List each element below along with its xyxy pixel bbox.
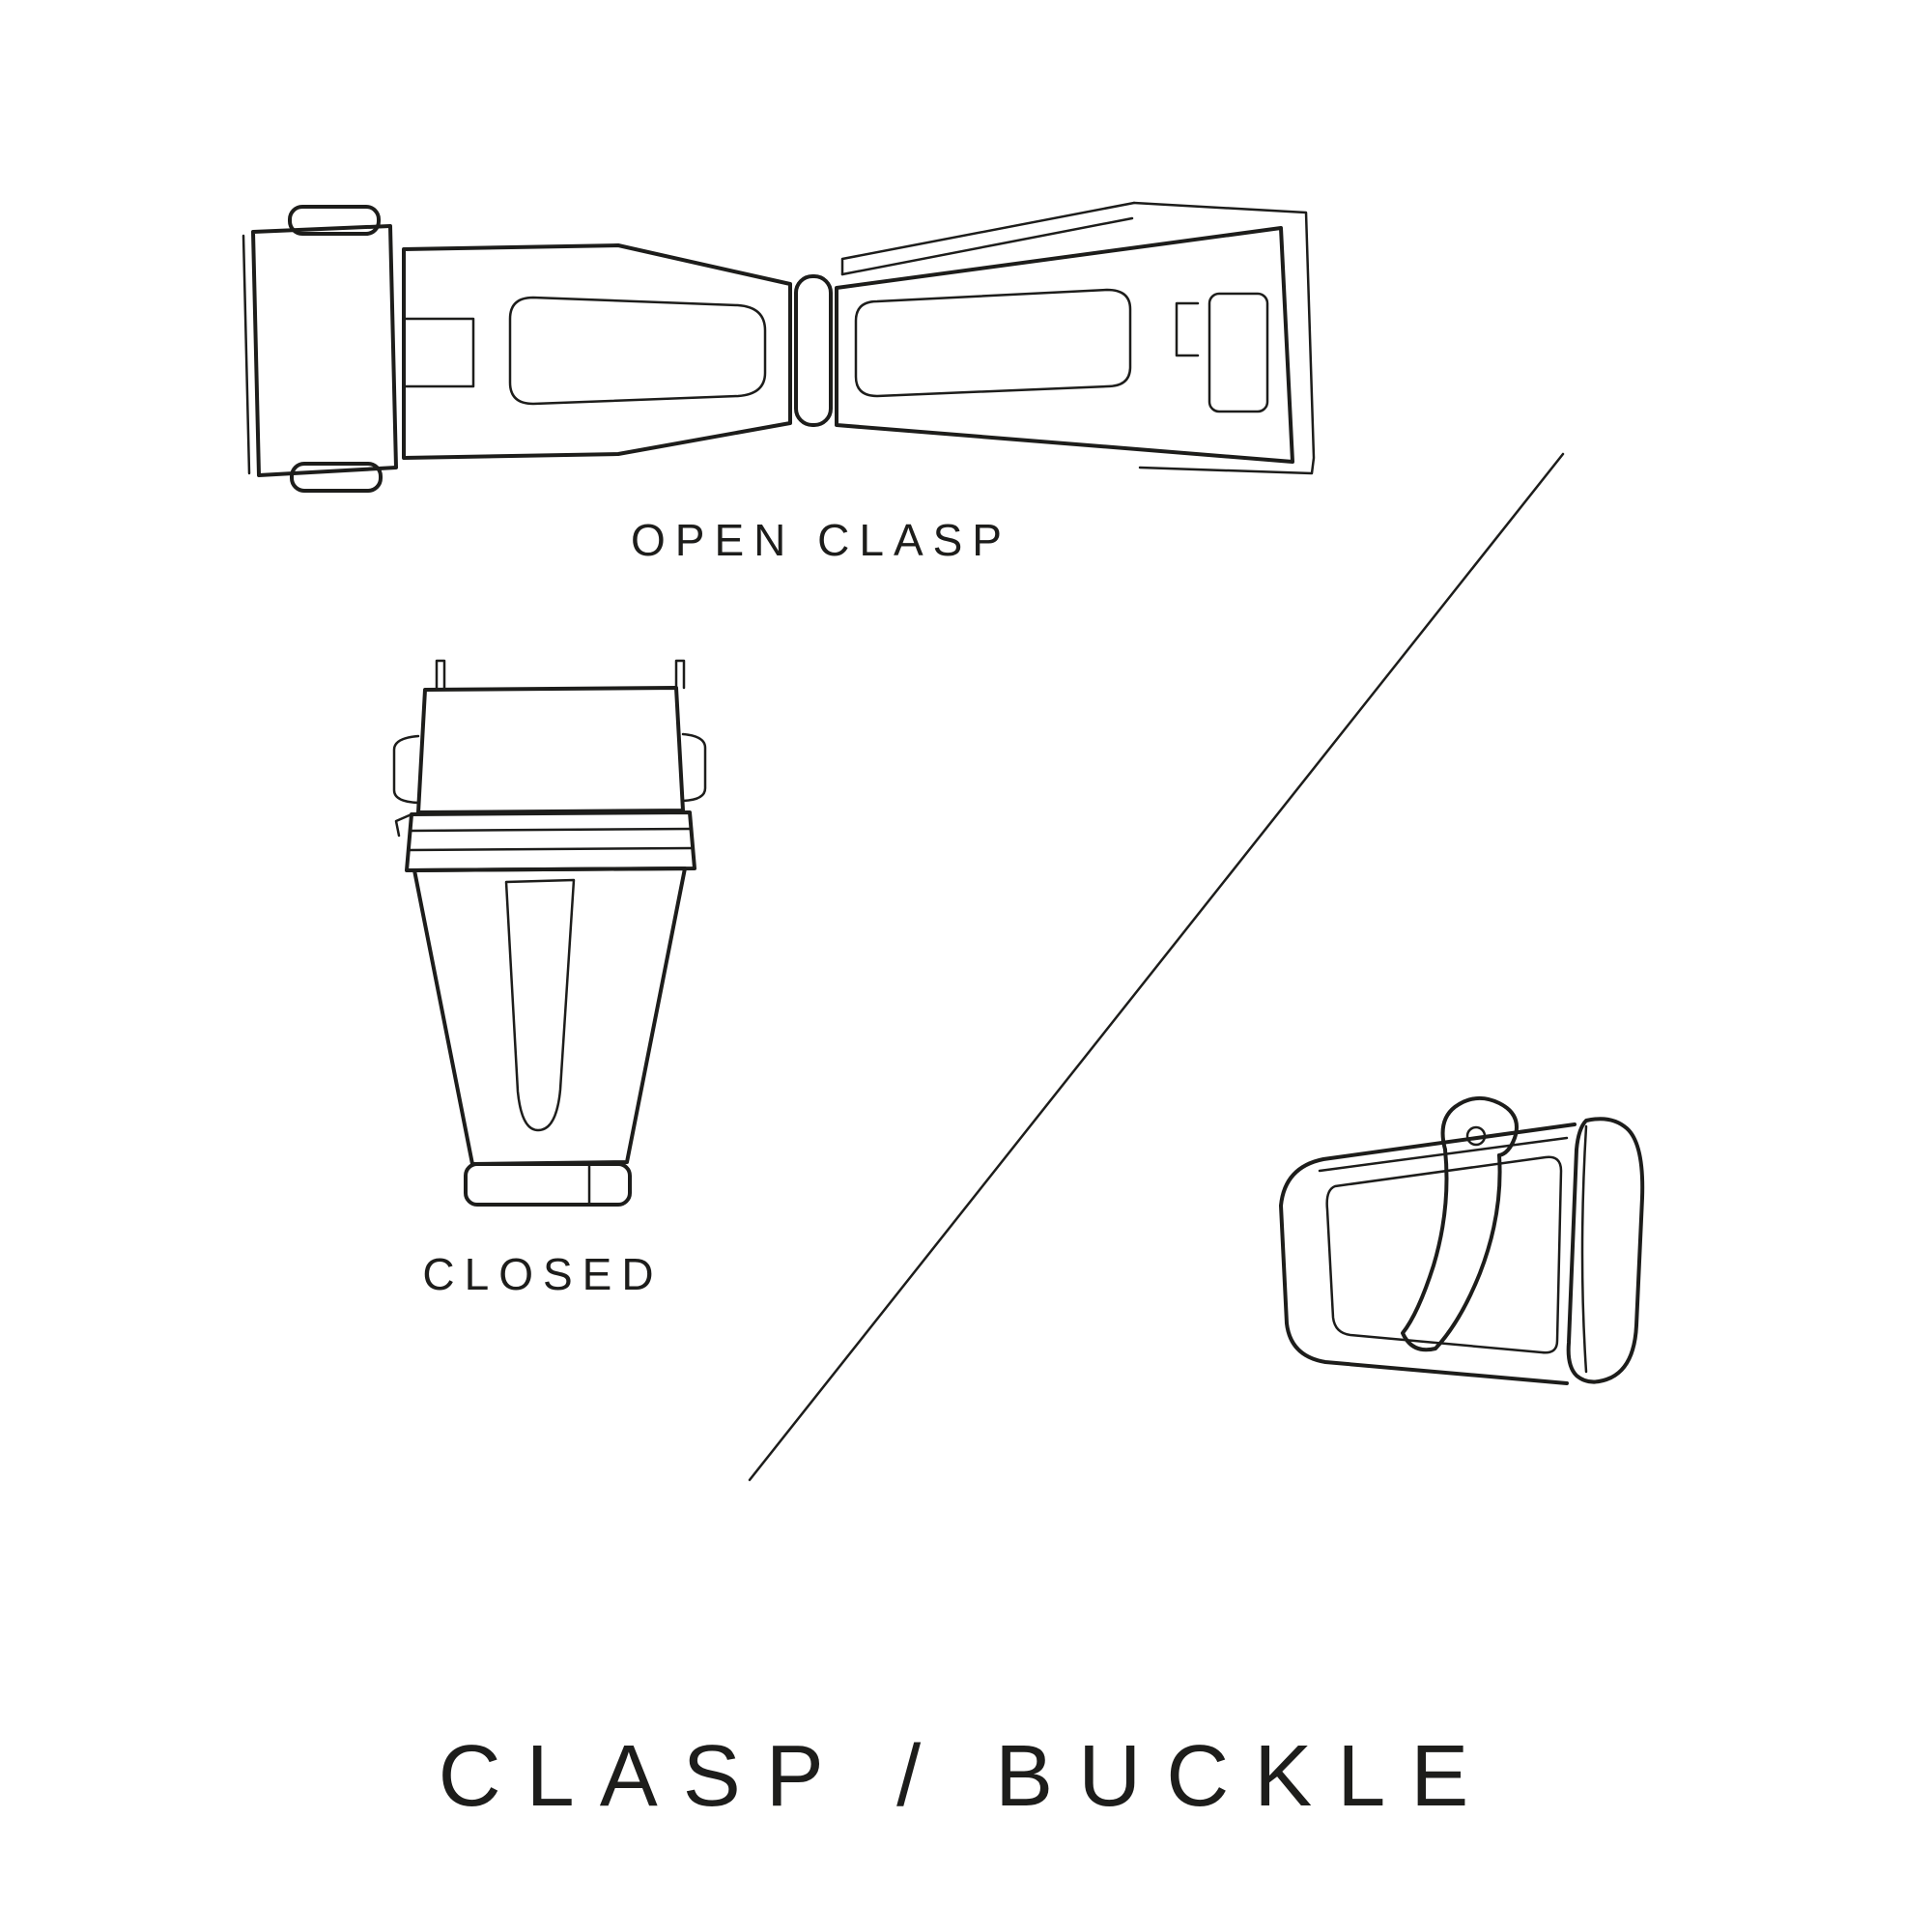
closed-clasp-band-chamfer xyxy=(394,812,413,838)
buckle-right-bar xyxy=(1566,1117,1645,1384)
open-clasp-hinge xyxy=(794,274,833,427)
closed-clasp-foot xyxy=(464,1162,632,1207)
open-clasp-left-notch xyxy=(402,317,475,388)
open-clasp-right-arm xyxy=(835,226,1294,464)
open-clasp-fold-line-1 xyxy=(840,216,1134,276)
closed-clasp-label: CLOSED xyxy=(422,1249,664,1299)
open-clasp-left-arm xyxy=(402,243,792,460)
buckle-spring-bar xyxy=(1318,1136,1569,1173)
buckle-tang xyxy=(1401,1148,1502,1352)
closed-clasp-ear-right xyxy=(681,732,707,803)
closed-clasp-prong-right xyxy=(674,659,686,690)
closed-clasp-illustration xyxy=(392,659,707,1207)
buckle-right-bar-contour xyxy=(1580,1124,1588,1374)
open-clasp-right-arm-inner xyxy=(854,288,1132,398)
buckle-illustration xyxy=(1279,1095,1645,1385)
open-clasp-catch-hole xyxy=(1208,292,1269,413)
open-clasp-end-layer xyxy=(1132,201,1316,475)
buckle-tang-hook xyxy=(1440,1095,1519,1157)
buckle-window xyxy=(1325,1155,1563,1354)
buckle-pin-loop xyxy=(1465,1125,1487,1147)
closed-clasp-ear-left xyxy=(392,734,420,805)
open-clasp-catch-hook xyxy=(1175,301,1200,357)
closed-clasp-slot xyxy=(504,878,576,1132)
closed-clasp-prong-left xyxy=(435,659,446,690)
page-title: CLASP / BUCKLE xyxy=(438,1728,1494,1825)
closed-clasp-band-lines xyxy=(407,827,695,852)
open-clasp-end-block xyxy=(251,224,398,477)
open-clasp-top-tab xyxy=(288,205,381,236)
open-clasp-illustration xyxy=(242,201,1316,493)
open-clasp-bottom-tab xyxy=(290,462,383,493)
closed-clasp-band xyxy=(405,810,696,872)
closed-clasp-top-block xyxy=(416,686,685,814)
buckle-frame xyxy=(1279,1122,1577,1385)
closed-clasp-body xyxy=(412,867,687,1166)
open-clasp-label: OPEN CLASP xyxy=(631,515,1011,565)
open-clasp-left-arm-inner xyxy=(508,296,767,406)
diagonal-divider xyxy=(748,452,1565,1482)
open-clasp-fold-line-2 xyxy=(840,201,1136,276)
open-clasp-end-block-edge xyxy=(242,234,251,475)
